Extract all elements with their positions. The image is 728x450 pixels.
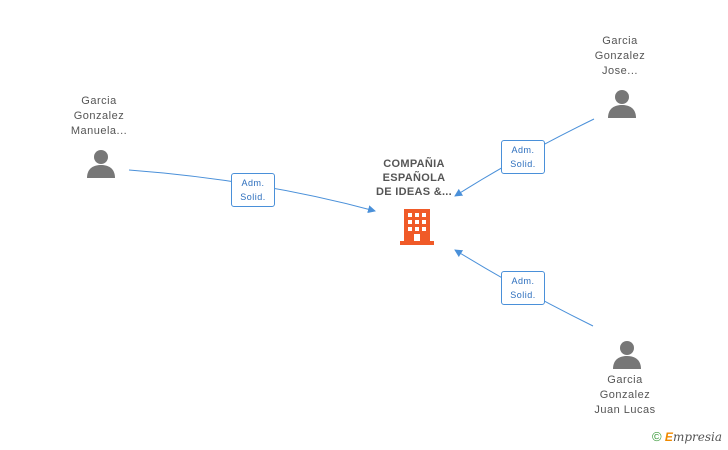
role-label: Adm. — [511, 276, 535, 286]
company-name[interactable]: COMPAÑIA ESPAÑOLA DE IDEAS &... — [359, 157, 469, 199]
person-name-line: Gonzalez — [599, 389, 651, 401]
brand-logo-initial: E — [664, 430, 673, 444]
person-name-manuela[interactable]: Garcia Gonzalez Manuela... — [39, 94, 159, 139]
building-icon[interactable] — [400, 207, 434, 245]
person-name-line: Garcia — [602, 35, 638, 47]
copyright-icon: © — [651, 429, 662, 444]
person-name-jose[interactable]: Garcia Gonzalez Jose... — [560, 34, 680, 79]
role-badge-juan-lucas[interactable]: Adm. Solid. — [501, 271, 545, 305]
role-label: Adm. — [511, 145, 535, 155]
brand-logo-text: mpresia — [672, 430, 722, 444]
person-name-line: Manuela... — [70, 125, 128, 137]
person-icon[interactable] — [607, 88, 637, 118]
role-badge-jose[interactable]: Adm. Solid. — [501, 140, 545, 174]
person-icon[interactable] — [86, 148, 116, 178]
person-name-line: Garcia — [81, 95, 117, 107]
role-label: Solid. — [510, 159, 536, 169]
person-name-line: Jose... — [602, 65, 638, 77]
person-name-line: Garcia — [607, 374, 643, 386]
role-label: Solid. — [240, 192, 266, 202]
person-name-line: Gonzalez — [594, 50, 646, 62]
person-name-line: Juan Lucas — [594, 404, 656, 416]
footer-brand: © Empresia — [652, 429, 722, 444]
role-label: Adm. — [241, 178, 265, 188]
company-name-line: DE IDEAS &... — [375, 186, 453, 198]
person-icon[interactable] — [612, 339, 642, 369]
company-name-line: COMPAÑIA — [383, 158, 445, 170]
person-name-line: Gonzalez — [73, 110, 125, 122]
role-label: Solid. — [510, 290, 536, 300]
role-badge-manuela[interactable]: Adm. Solid. — [231, 173, 275, 207]
person-name-juan-lucas[interactable]: Garcia Gonzalez Juan Lucas — [565, 373, 685, 418]
company-name-line: ESPAÑOLA — [382, 172, 446, 184]
